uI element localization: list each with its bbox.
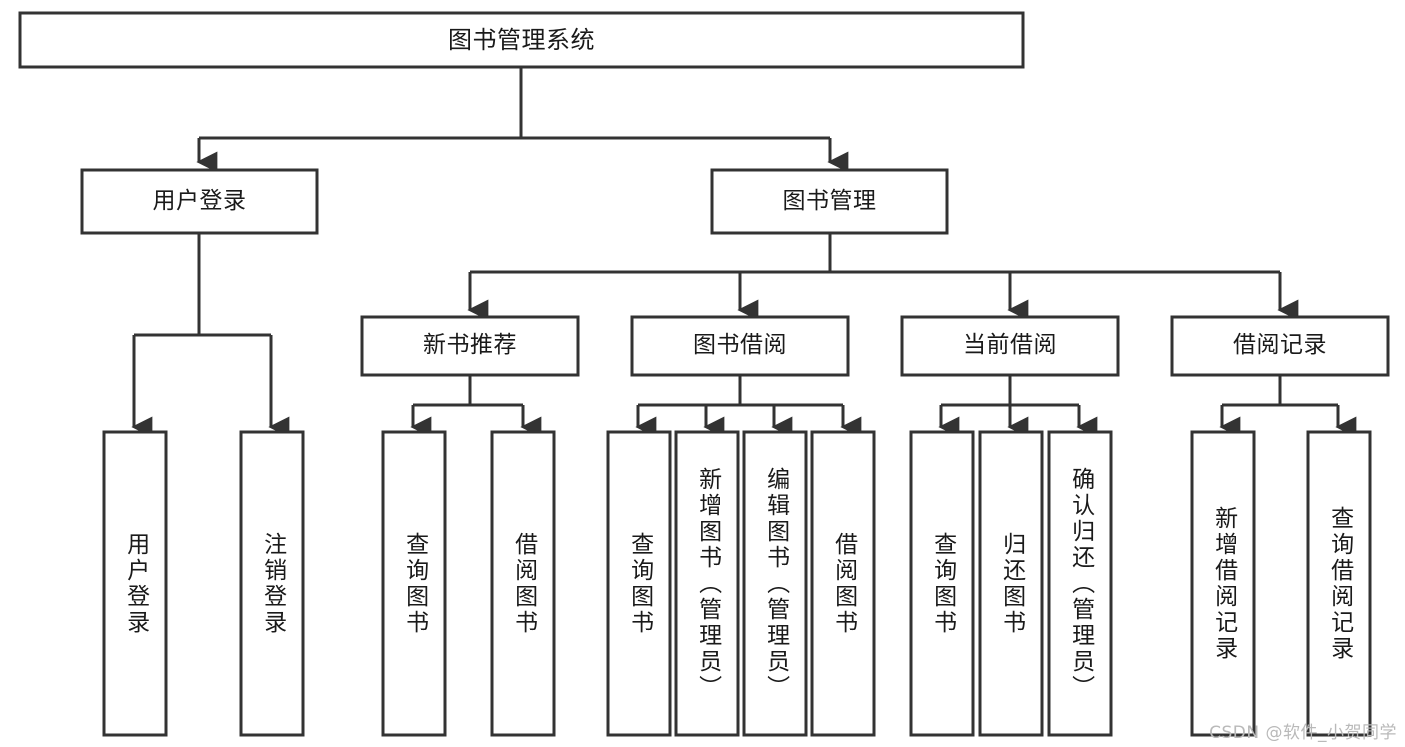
leaf-current-query-box (909, 430, 975, 737)
node-book-manage-box (710, 168, 949, 235)
node-user-login-box (80, 168, 319, 235)
leaf-borrow-edit-box (742, 430, 808, 737)
node-borrow-records-box (1170, 315, 1390, 377)
leaf-newbook-borrow-box (490, 430, 556, 737)
leaf-user-logout-box (239, 430, 305, 737)
leaf-current-confirm-box (1047, 430, 1113, 737)
leaf-borrow-query-box (606, 430, 672, 737)
leaf-current-return-box (978, 430, 1044, 737)
leaf-borrow-lend-box (810, 430, 876, 737)
node-book-borrow-box (630, 315, 850, 377)
node-root-box (18, 11, 1025, 69)
node-current-borrow-box (900, 315, 1120, 377)
leaf-records-add-box (1190, 430, 1256, 737)
leaf-user-login-box (102, 430, 168, 737)
node-new-book-box (360, 315, 580, 377)
leaf-borrow-add-box (674, 430, 740, 737)
leaf-records-query-box (1306, 430, 1372, 737)
leaf-newbook-query-box (381, 430, 447, 737)
